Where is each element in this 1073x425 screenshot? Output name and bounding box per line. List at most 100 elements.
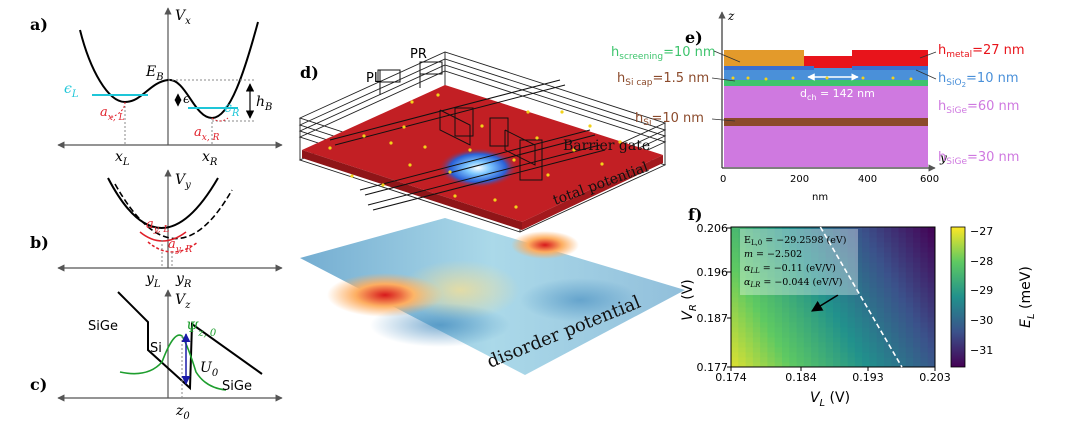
heatmap-cell bbox=[898, 272, 907, 278]
heatmap-cell bbox=[745, 262, 754, 268]
heatmap-cell bbox=[862, 342, 870, 348]
heatmap-cell bbox=[818, 337, 827, 343]
svg-text:400: 400 bbox=[858, 174, 877, 185]
heatmap-cell bbox=[774, 297, 783, 303]
heatmap-cell bbox=[905, 247, 914, 253]
heatmap-cell bbox=[884, 292, 892, 298]
heatmap-cell bbox=[920, 247, 929, 253]
heatmap-cell bbox=[876, 357, 885, 363]
e-y-label: y bbox=[939, 151, 947, 165]
heatmap-cell bbox=[803, 292, 812, 298]
svg-text:0.187: 0.187 bbox=[697, 312, 729, 325]
heatmap-cell bbox=[760, 337, 768, 343]
heatmap-cell bbox=[745, 282, 754, 288]
heatmap-cell bbox=[920, 227, 929, 233]
heatmap-cell bbox=[920, 262, 929, 268]
heatmap-cell bbox=[840, 277, 848, 283]
heatmap-cell bbox=[847, 322, 856, 328]
heatmap-cell bbox=[898, 327, 907, 333]
heatmap-cell bbox=[825, 302, 834, 308]
heatmap-cell bbox=[840, 247, 848, 253]
heatmap-cell bbox=[869, 252, 878, 258]
heatmap-cell bbox=[803, 362, 812, 368]
quantum-dot-density bbox=[438, 148, 518, 188]
heatmap-cell bbox=[913, 237, 921, 243]
heatmap-cell bbox=[767, 287, 776, 293]
heatmap-cell bbox=[905, 302, 914, 308]
heatmap-cell bbox=[731, 312, 739, 318]
heatmap-cell bbox=[789, 282, 797, 288]
heatmap-cell bbox=[869, 307, 878, 313]
heatmap-cell bbox=[927, 227, 936, 233]
heatmap-cell bbox=[833, 322, 841, 328]
heatmap-cell bbox=[898, 262, 907, 268]
heatmap-cell bbox=[782, 302, 790, 308]
heatmap-cell bbox=[760, 332, 768, 338]
heatmap-cell bbox=[869, 282, 878, 288]
heatmap-cell bbox=[796, 327, 805, 333]
heatmap-cell bbox=[920, 327, 929, 333]
vy-parabola-right bbox=[114, 183, 233, 240]
heatmap-cell bbox=[833, 317, 841, 323]
heatmap-cell bbox=[884, 262, 892, 268]
heatmap-cell bbox=[884, 357, 892, 363]
heatmap-cell bbox=[869, 227, 878, 233]
heatmap-cell bbox=[876, 267, 885, 273]
heatmap-cell bbox=[862, 282, 870, 288]
heatmap-cell bbox=[898, 267, 907, 273]
heatmap-cell bbox=[905, 242, 914, 248]
heatmap-cell bbox=[811, 322, 819, 328]
heatmap-cell bbox=[789, 287, 797, 293]
heatmap-cell bbox=[891, 257, 899, 263]
fit-annotation: EL,0 = −29.2598 (eV) m = −2.502 αLL = −0… bbox=[744, 235, 846, 289]
heatmap-cell bbox=[869, 342, 878, 348]
heatmap-cell bbox=[818, 312, 827, 318]
heatmap-cell bbox=[920, 242, 929, 248]
heatmap-cell bbox=[760, 307, 768, 313]
heatmap-cell bbox=[796, 317, 805, 323]
heatmap-cell bbox=[920, 347, 929, 353]
heatmap-cell bbox=[811, 277, 819, 283]
heatmap-cell bbox=[898, 322, 907, 328]
heatmap-cell bbox=[752, 277, 761, 283]
heatmap-cell bbox=[803, 342, 812, 348]
heatmap-cell bbox=[891, 297, 899, 303]
heatmap-cell bbox=[782, 267, 790, 273]
heatmap-cell bbox=[731, 322, 739, 328]
heatmap-cell bbox=[731, 327, 739, 333]
heatmap-cell bbox=[760, 292, 768, 298]
annotation-box bbox=[740, 229, 858, 295]
heatmap-cell bbox=[927, 277, 936, 283]
svg-text:αLR = −0.044 (eV/V): αLR = −0.044 (eV/V) bbox=[744, 277, 842, 289]
heatmap-cell bbox=[767, 362, 776, 368]
heatmap-cell bbox=[760, 297, 768, 303]
heatmap-cell bbox=[898, 252, 907, 258]
heatmap-cell bbox=[891, 237, 899, 243]
heatmap-cell bbox=[854, 322, 863, 328]
heatmap-cell bbox=[796, 352, 805, 358]
heatmap-cell bbox=[876, 237, 885, 243]
heatmap-cell bbox=[847, 317, 856, 323]
heatmap-cell bbox=[803, 312, 812, 318]
heatmap-cell bbox=[760, 252, 768, 258]
h-screening-label: hscreening=10 nm bbox=[611, 45, 716, 62]
heatmap-cell bbox=[738, 232, 746, 238]
heatmap-cell bbox=[862, 362, 870, 368]
heatmap-cell bbox=[927, 357, 936, 363]
heatmap-plot bbox=[727, 226, 936, 371]
heatmap-cell bbox=[854, 252, 863, 258]
heatmap-cell bbox=[811, 357, 819, 363]
heatmap-cell bbox=[811, 252, 819, 258]
heatmap-cell bbox=[876, 362, 885, 368]
heatmap-cell bbox=[862, 247, 870, 253]
heatmap-cell bbox=[898, 317, 907, 323]
heatmap-cell bbox=[752, 312, 761, 318]
heatmap-cell bbox=[898, 337, 907, 343]
heatmap-cell bbox=[789, 297, 797, 303]
heatmap-cell bbox=[905, 252, 914, 258]
heatmap-cell bbox=[738, 247, 746, 253]
heatmap-cell bbox=[818, 232, 827, 238]
heatmap-cell bbox=[854, 257, 863, 263]
heatmap-cell bbox=[876, 322, 885, 328]
heatmap-cell bbox=[811, 342, 819, 348]
